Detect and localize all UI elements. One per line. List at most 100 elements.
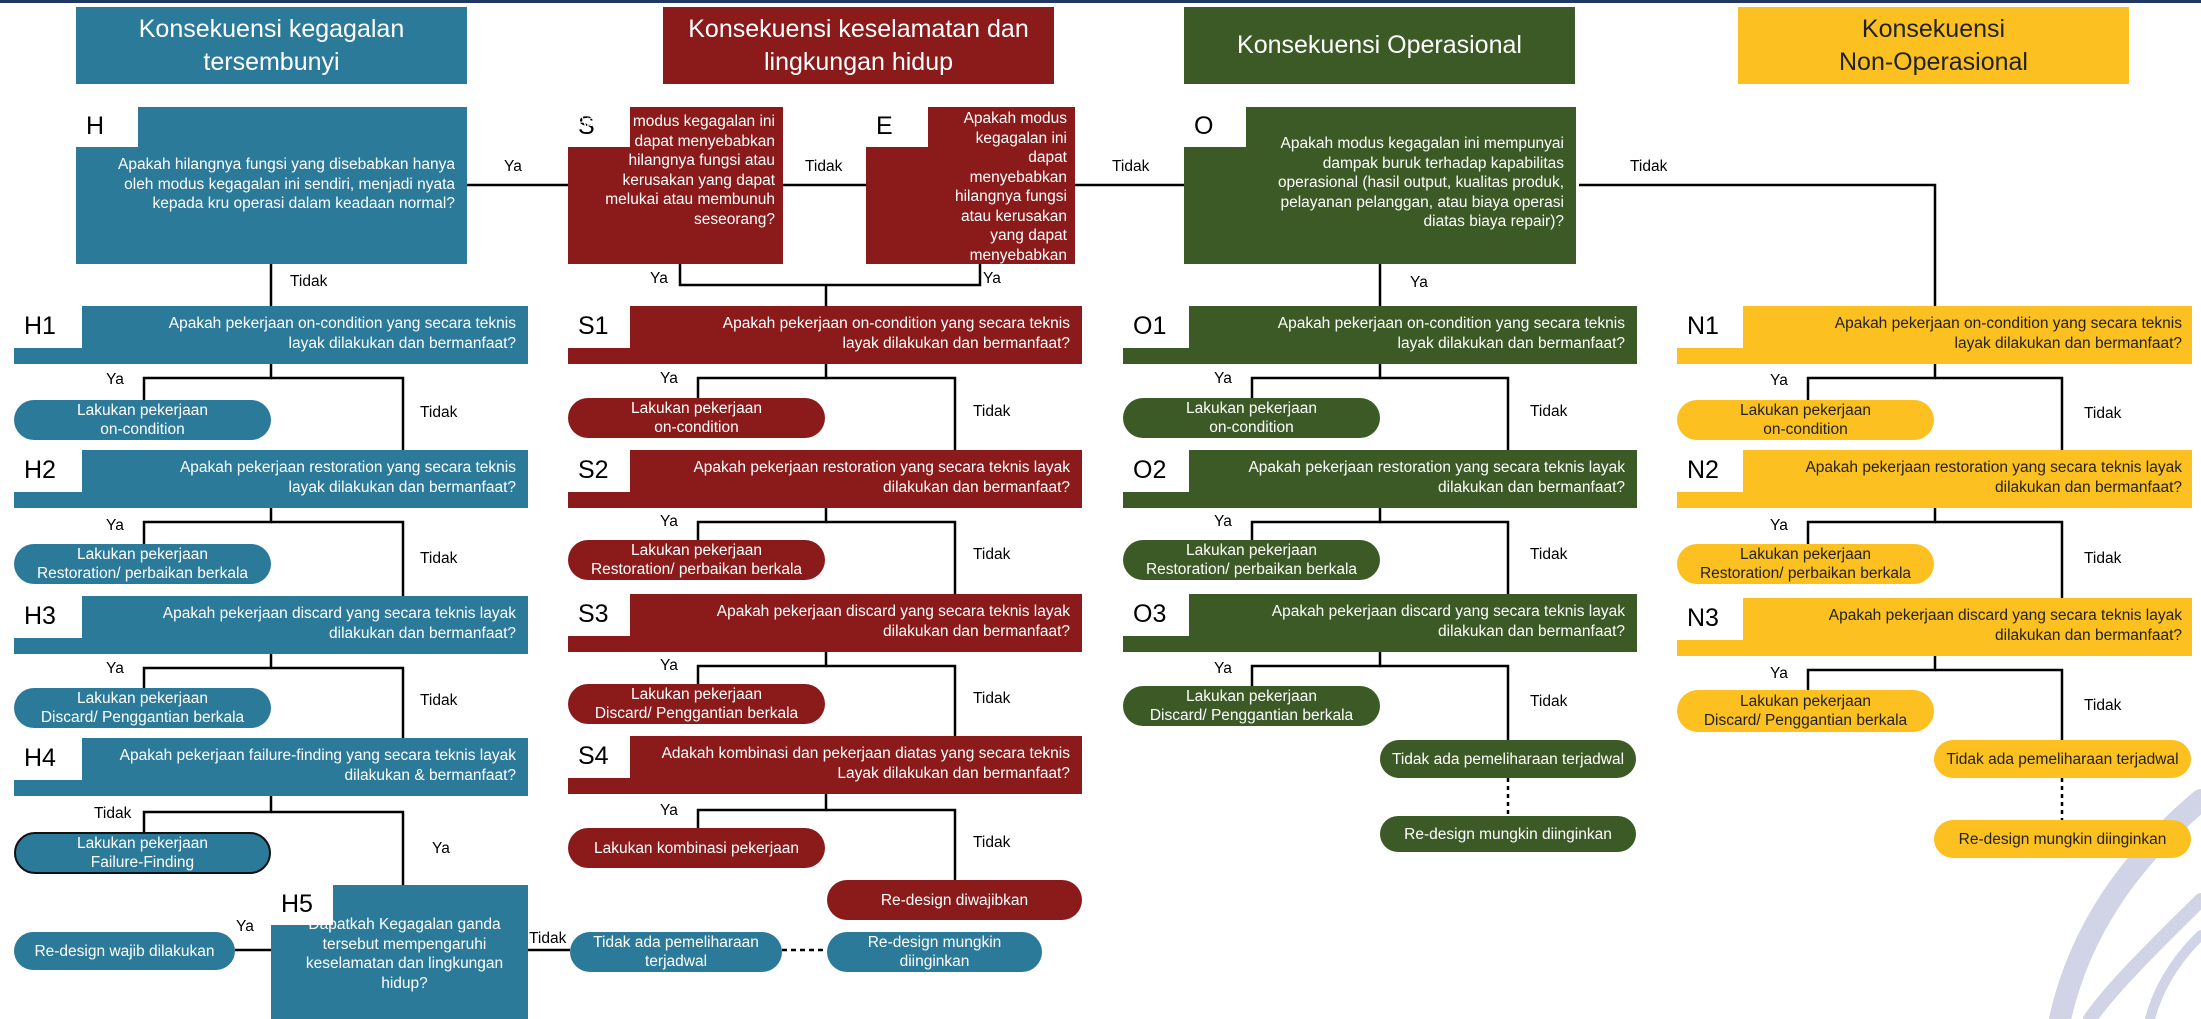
label-no: Tidak (805, 158, 843, 175)
question-code: H1 (14, 306, 82, 348)
question-text: Apakah pekerjaan restoration yang secara… (179, 459, 516, 496)
question-O2: O2 Apakah pekerjaan restoration yang sec… (1123, 450, 1637, 508)
action-line2: Discard/ Penggantian berkala (40, 709, 245, 726)
question-code: H3 (14, 596, 82, 638)
action-line1: Lakukan pekerjaan (1186, 542, 1317, 559)
label-yes: Ya (106, 660, 124, 677)
label-no: Tidak (1630, 158, 1668, 175)
question-text: Dapatkah Kegagalan ganda tersebut mempen… (305, 916, 504, 992)
question-N2: N2 Apakah pekerjaan restoration yang sec… (1677, 450, 2192, 508)
header-operational-consequence: Konsekuensi Operasional (1184, 7, 1575, 84)
question-code: H2 (14, 450, 82, 492)
question-code: S1 (568, 306, 630, 348)
label-no: Tidak (94, 805, 132, 822)
header-hidden-consequence: Konsekuensi kegagalan tersembunyi (76, 7, 467, 84)
label-no: Tidak (420, 692, 458, 709)
question-S1: S1 Apakah pekerjaan on-condition yang se… (568, 306, 1082, 364)
action-line2: Restoration/ perbaikan berkala (590, 561, 803, 578)
question-text: Apakah pekerjaan discard yang secara tek… (162, 605, 516, 642)
action-line1: Lakukan pekerjaan (77, 690, 208, 707)
question-H5: H5 Dapatkah Kegagalan ganda tersebut mem… (271, 885, 528, 1019)
question-text: Apakah pekerjaan on-condition yang secar… (1277, 315, 1625, 352)
action-discard-N: Lakukan pekerjaan Discard/ Penggantian b… (1677, 690, 1934, 732)
header-nonop-line2: Non-Operasional (1839, 47, 2028, 76)
action-oncondition-S: Lakukan pekerjaan on-condition (568, 398, 825, 438)
action-restoration-H: Lakukan pekerjaan Restoration/ perbaikan… (14, 544, 271, 584)
label-yes: Ya (106, 517, 124, 534)
question-text: Apakah modus kegagalan ini dapat menyeba… (575, 113, 775, 228)
action-line1: Lakukan pekerjaan (631, 542, 762, 559)
label-yes: Ya (660, 657, 678, 674)
question-O3: O3 Apakah pekerjaan discard yang secara … (1123, 594, 1637, 652)
question-code: S3 (568, 594, 630, 636)
question-code: N3 (1677, 598, 1743, 640)
action-restoration-O: Lakukan pekerjaan Restoration/ perbaikan… (1123, 540, 1380, 580)
label-no: Tidak (2084, 697, 2122, 714)
action-line1: Lakukan pekerjaan (1186, 400, 1317, 417)
action-restoration-N: Lakukan pekerjaan Restoration/ perbaikan… (1677, 544, 1934, 584)
header-nonop-line1: Konsekuensi (1861, 15, 2006, 43)
action-line1: Lakukan pekerjaan (1740, 402, 1871, 419)
label-yes: Ya (504, 158, 522, 175)
action-no-scheduled-maintenance-N: Tidak ada pemeliharaan terjadwal (1934, 740, 2191, 778)
action-redesign-mandatory-S: Re-design diwajibkan (827, 880, 1082, 920)
question-code: S2 (568, 450, 630, 492)
action-line1: Lakukan pekerjaan (1186, 688, 1317, 705)
label-no: Tidak (290, 273, 328, 290)
action-line2: Restoration/ perbaikan berkala (36, 565, 249, 582)
action-line2: on-condition (1763, 421, 1848, 438)
action-label: Tidak ada pemeliharaan terjadwal (593, 934, 759, 970)
action-redesign-optional-N: Re-design mungkin diinginkan (1934, 820, 2191, 858)
question-H1: H1 Apakah pekerjaan on-condition yang se… (14, 306, 528, 364)
question-O: O Apakah modus kegagalan ini mempunyai d… (1184, 107, 1576, 264)
label-no: Tidak (1530, 546, 1568, 563)
question-text: Apakah pekerjaan discard yang secara tek… (1828, 607, 2182, 644)
action-discard-O: Lakukan pekerjaan Discard/ Penggantian b… (1123, 686, 1380, 726)
question-H2: H2 Apakah pekerjaan restoration yang sec… (14, 450, 528, 508)
label-yes: Ya (1770, 517, 1788, 534)
question-text: Apakah pekerjaan discard yang secara tek… (1271, 603, 1625, 640)
action-line2: Discard/ Penggantian berkala (1149, 707, 1354, 724)
label-no: Tidak (2084, 550, 2122, 567)
header-hidden-label: Konsekuensi kegagalan tersembunyi (138, 15, 405, 76)
label-no: Tidak (1530, 403, 1568, 420)
question-text: Apakah hilangnya fungsi yang disebabkan … (118, 156, 455, 212)
action-discard-S: Lakukan pekerjaan Discard/ Penggantian b… (568, 684, 825, 724)
label-yes: Ya (983, 270, 1001, 287)
question-code: S (568, 107, 630, 147)
action-oncondition-N: Lakukan pekerjaan on-condition (1677, 400, 1934, 440)
header-safety-consequence: Konsekuensi keselamatan dan lingkungan h… (663, 7, 1054, 84)
action-label: Re-design mungkin diinginkan (867, 934, 1002, 970)
action-line2: Discard/ Penggantian berkala (594, 705, 799, 722)
action-restoration-S: Lakukan pekerjaan Restoration/ perbaikan… (568, 540, 825, 580)
label-yes: Ya (432, 840, 450, 857)
label-yes: Ya (1770, 665, 1788, 682)
action-line2: on-condition (654, 419, 739, 436)
label-yes: Ya (1214, 513, 1232, 530)
action-label: Re-design mungkin diinginkan (1958, 830, 2167, 848)
label-no: Tidak (529, 930, 567, 947)
label-yes: Ya (106, 371, 124, 388)
question-code: O2 (1123, 450, 1189, 492)
label-no: Tidak (2084, 405, 2122, 422)
action-label: Lakukan kombinasi pekerjaan (593, 839, 800, 857)
label-yes: Ya (660, 513, 678, 530)
question-text: Apakah pekerjaan restoration yang secara… (693, 459, 1070, 496)
label-yes: Ya (1214, 370, 1232, 387)
action-line2: Restoration/ perbaikan berkala (1145, 561, 1358, 578)
question-text: Apakah pekerjaan restoration yang secara… (1248, 459, 1625, 496)
action-line2: on-condition (1209, 419, 1294, 436)
action-line2: Failure-Finding (90, 854, 195, 871)
question-O1: O1 Apakah pekerjaan on-condition yang se… (1123, 306, 1637, 364)
question-text: Apakah modus kegagalan ini dapat menyeba… (941, 110, 1067, 322)
question-text: Apakah pekerjaan restoration yang secara… (1805, 459, 2182, 496)
question-text: Apakah pekerjaan discard yang secara tek… (716, 603, 1070, 640)
action-no-scheduled-maintenance-O: Tidak ada pemeliharaan terjadwal (1380, 740, 1636, 778)
question-code: N2 (1677, 450, 1743, 492)
label-no: Tidak (973, 403, 1011, 420)
question-text: Adakah kombinasi dan pekerjaan diatas ya… (661, 745, 1070, 782)
action-redesign-optional-O: Re-design mungkin diinginkan (1380, 816, 1636, 852)
action-line1: Lakukan pekerjaan (77, 402, 208, 419)
question-code: H5 (271, 885, 333, 925)
